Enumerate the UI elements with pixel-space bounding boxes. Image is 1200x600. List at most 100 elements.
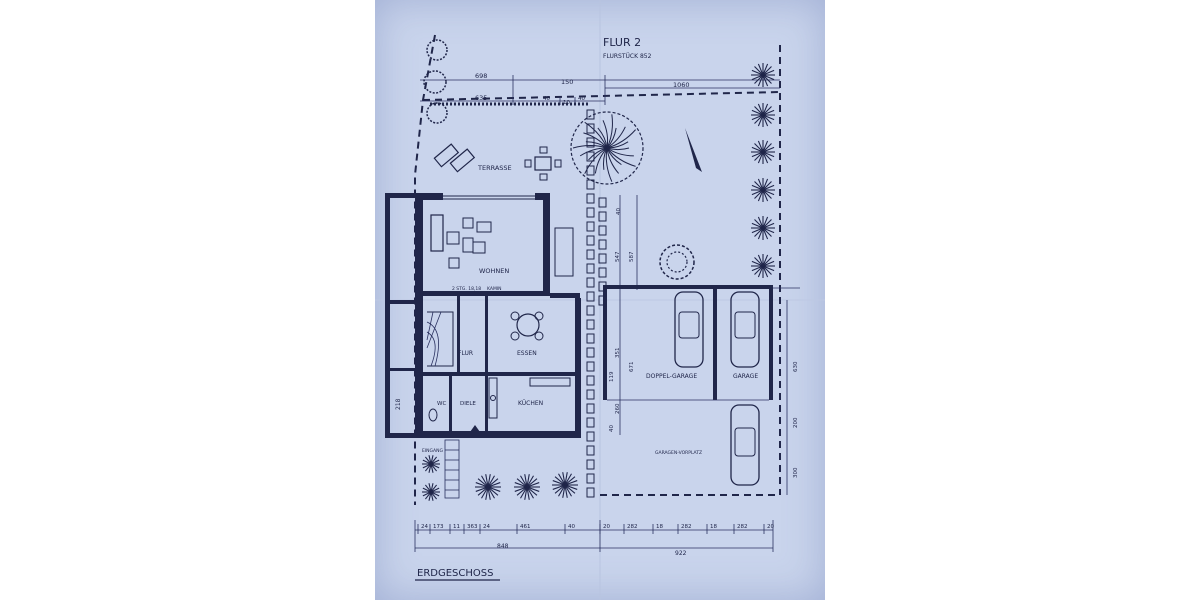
stepping-stone xyxy=(586,375,595,386)
shrub-icon xyxy=(751,178,775,202)
shrub-icon xyxy=(514,474,540,500)
shrub-icon xyxy=(659,244,695,280)
stepping-stone xyxy=(586,305,595,316)
stepping-stone xyxy=(586,403,595,414)
shrub-icon xyxy=(422,455,440,473)
house-walls xyxy=(415,193,581,438)
terrace-label: TERRASSE xyxy=(477,164,512,172)
dim-bottom-value: 282 xyxy=(627,524,638,530)
stepping-stone xyxy=(586,291,595,302)
shrub-icon xyxy=(751,254,775,278)
stepping-stone xyxy=(586,221,595,232)
dim-bottom-value: 24 xyxy=(483,524,490,530)
stepping-stone xyxy=(586,179,595,190)
neighbor-wall xyxy=(385,433,417,438)
dim-top-3: 1060 xyxy=(673,81,690,89)
dim-right-3: 300 xyxy=(793,467,799,478)
stepping-stone xyxy=(586,319,595,330)
dim-bottom-value: 20 xyxy=(767,524,774,530)
tree-row-right xyxy=(751,63,775,278)
kitchen-counter xyxy=(488,377,571,419)
dim-bottom-value: 173 xyxy=(433,524,444,530)
neighbor-wall xyxy=(385,193,417,198)
dim-bottom-value: 282 xyxy=(681,524,692,530)
shrub-row-bottom xyxy=(422,455,578,501)
car-icon xyxy=(730,291,760,368)
dim-side-6: 119 xyxy=(609,371,615,382)
lounge-furniture xyxy=(433,143,476,173)
dim-bottom-value: 282 xyxy=(737,524,748,530)
entrance-label: EINGANG xyxy=(422,448,443,454)
dim-side-1: 40 xyxy=(616,208,622,215)
stepping-stone xyxy=(586,277,595,288)
stepping-stone xyxy=(586,347,595,358)
dining-table-icon xyxy=(510,311,544,341)
stepping-stone xyxy=(598,253,607,264)
neighbor-wall xyxy=(385,193,390,438)
dim-top-5: 40 xyxy=(543,96,550,102)
shrub-icon xyxy=(751,103,775,127)
living-furniture xyxy=(430,214,492,269)
stepping-stone xyxy=(586,123,595,134)
dim-total-1: 848 xyxy=(497,543,509,550)
fireplace-label: KAMIN xyxy=(487,286,502,292)
stepping-stone xyxy=(586,137,595,148)
garage-walls xyxy=(603,285,800,401)
stepping-stone xyxy=(598,225,607,236)
stepping-stone xyxy=(586,389,595,400)
dim-right-1: 630 xyxy=(793,361,799,372)
stepping-stone xyxy=(586,361,595,372)
dim-bottom-value: 461 xyxy=(520,524,531,530)
plan-title: FLUR 2 xyxy=(603,36,641,49)
shrub-icon xyxy=(552,472,578,498)
stepping-stone xyxy=(586,417,595,428)
stepping-stone xyxy=(586,445,595,456)
stepping-stone xyxy=(598,267,607,278)
terrace-table-icon xyxy=(524,146,562,181)
neighbor-wall xyxy=(385,368,417,371)
stepping-stone xyxy=(598,197,607,208)
stairs-note: 2 STG. 18,18 xyxy=(452,286,481,292)
stepping-stone xyxy=(586,165,595,176)
garage-label: GARAGE xyxy=(733,373,758,380)
stepping-stone xyxy=(598,211,607,222)
shrub-icon xyxy=(751,140,775,164)
shrub-icon xyxy=(422,483,440,501)
stepping-stone xyxy=(586,431,595,442)
forecourt-label: GARAGEN-VORPLATZ xyxy=(655,450,702,456)
north-arrow-icon xyxy=(685,128,702,172)
entrance-steps xyxy=(444,439,460,499)
dim-bottom-value: 24 xyxy=(421,524,428,530)
dim-right-2: 200 xyxy=(793,417,799,428)
right-dimension-lines: 630 200 300 xyxy=(786,300,799,495)
car-icon xyxy=(674,291,704,368)
stepping-stone xyxy=(586,487,595,498)
stepping-stone xyxy=(586,473,595,484)
neighbor-wall xyxy=(385,300,417,304)
stepping-stone xyxy=(586,207,595,218)
dim-top-1: 698 xyxy=(475,72,487,80)
dim-top-7: 40 xyxy=(578,96,585,102)
side-dimension-lines: 40 587 547 351 671 119 260 40 xyxy=(609,195,638,435)
dim-bottom-value: 11 xyxy=(453,524,460,530)
bottom-dimension-lines xyxy=(414,520,774,552)
dim-side-3: 547 xyxy=(615,251,621,262)
shrub-icon xyxy=(751,63,775,87)
dim-side-5: 671 xyxy=(629,362,635,373)
floor-plan-sheet: FLUR 2 FLURSTÜCK 852 698 150 1060 635 40… xyxy=(375,0,825,600)
stepping-stone xyxy=(586,333,595,344)
shrub-icon xyxy=(751,216,775,240)
dim-bottom-value: 18 xyxy=(656,524,663,530)
stepping-stone xyxy=(586,109,595,120)
wc-label: WC xyxy=(437,401,446,407)
dim-bottom-value: 363 xyxy=(467,524,478,530)
hall-label: DIELE xyxy=(460,401,476,407)
dim-side-2: 587 xyxy=(629,251,635,262)
double-garage-label: DOPPEL-GARAGE xyxy=(646,373,697,380)
dining-label: ESSEN xyxy=(517,350,537,357)
dim-top-4: 635 xyxy=(475,94,487,102)
toilet-icon xyxy=(428,408,438,422)
plan-subtitle: FLURSTÜCK 852 xyxy=(603,53,652,60)
dim-top-2: 150 xyxy=(561,78,573,86)
